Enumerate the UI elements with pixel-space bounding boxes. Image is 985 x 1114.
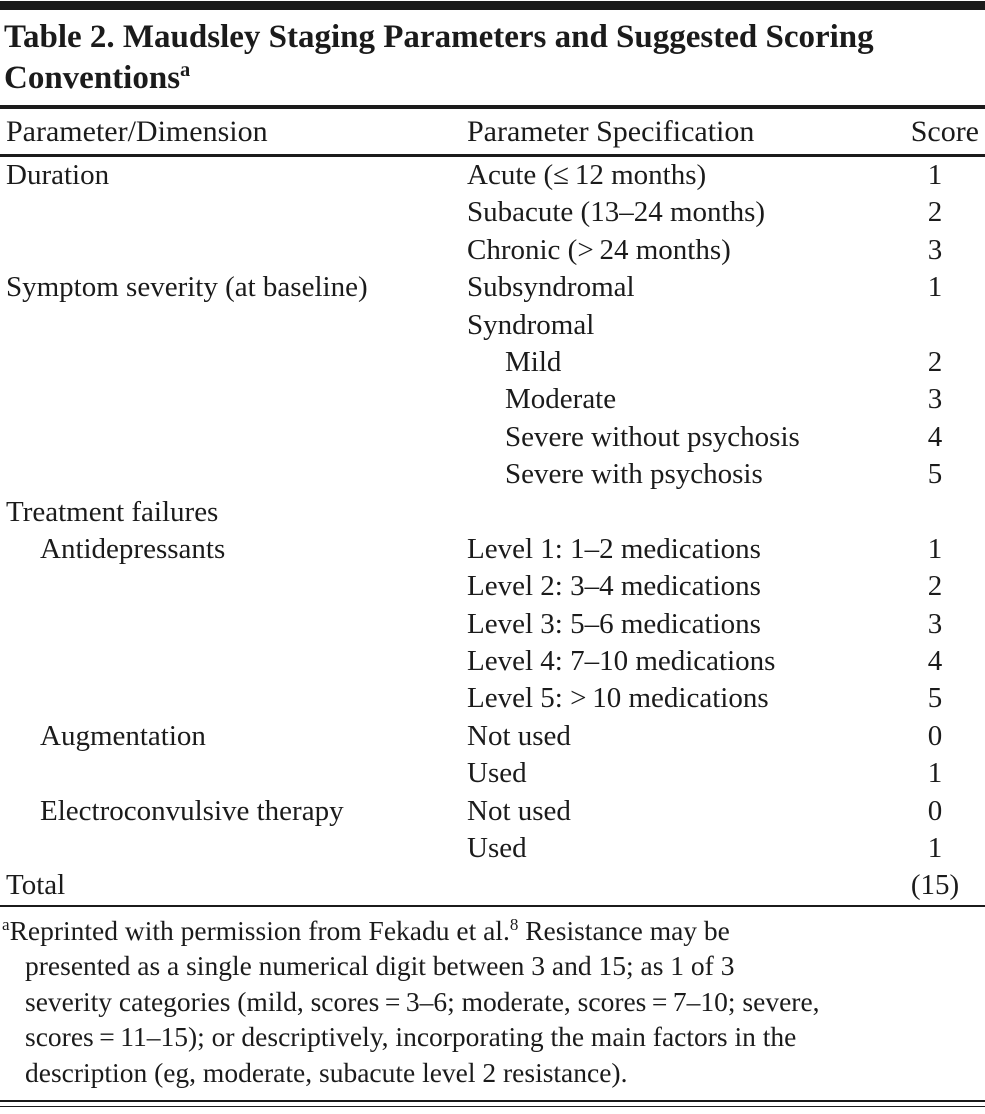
footnote-marker: a: [2, 914, 10, 934]
spec-cell: Chronic (> 24 months): [467, 233, 731, 266]
spec-cell: Level 5: > 10 medications: [467, 682, 769, 715]
spec-cell: Level 3: 5–6 medications: [467, 607, 761, 640]
rule-below-header: [0, 154, 985, 157]
spec-cell: Moderate: [505, 383, 617, 416]
table-row: Subacute (13–24 months) 2: [0, 194, 985, 231]
footnote-line: description (eg, moderate, subacute leve…: [25, 1056, 628, 1088]
spec-cell: Severe with psychosis: [505, 458, 763, 491]
table-title: Table 2. Maudsley Staging Parameters and…: [0, 10, 985, 105]
score-cell: 1: [927, 271, 943, 304]
param-cell: Symptom severity (at baseline): [6, 271, 368, 304]
header-parameter-specification: Parameter Specification: [467, 115, 755, 148]
spec-cell: Used: [467, 832, 527, 865]
table-row: Augmentation Not used 0: [0, 718, 985, 755]
spec-cell: Severe without psychosis: [505, 420, 800, 453]
score-cell: 5: [927, 458, 943, 491]
table-row: Electroconvulsive therapy Not used 0: [0, 793, 985, 830]
spec-cell: Not used: [467, 719, 571, 752]
param-cell: Treatment failures: [6, 495, 219, 528]
score-cell: 1: [927, 832, 943, 865]
header-score: Score: [910, 115, 979, 148]
footnote-line: aReprinted with permission from Fekadu e…: [2, 913, 983, 949]
spec-cell: Mild: [505, 345, 562, 378]
rule-below-title: [0, 105, 985, 109]
param-cell: Total: [6, 869, 66, 902]
table-row-total: Total (15): [0, 867, 985, 904]
score-cell: 5: [927, 682, 943, 715]
score-cell: 0: [927, 719, 943, 752]
table-row: Treatment failures: [0, 494, 985, 531]
spec-cell: Level 4: 7–10 medications: [467, 645, 776, 678]
spec-cell: Not used: [467, 794, 571, 827]
param-cell: Electroconvulsive therapy: [40, 794, 344, 827]
score-cell: 4: [927, 645, 943, 678]
spec-cell: Used: [467, 757, 527, 790]
table-row: Severe without psychosis 4: [0, 419, 985, 456]
score-cell: (15): [910, 869, 960, 902]
table-row: Level 5: > 10 medications 5: [0, 680, 985, 717]
score-cell: 3: [927, 383, 943, 416]
footnote-text: Resistance may be: [518, 914, 730, 946]
table-title-text: Table 2. Maudsley Staging Parameters and…: [4, 19, 874, 96]
table-header-row: Parameter/Dimension Parameter Specificat…: [0, 109, 985, 154]
table-row: Moderate 3: [0, 381, 985, 418]
spec-cell: Subsyndromal: [467, 271, 635, 304]
spec-cell: Subacute (13–24 months): [467, 196, 766, 229]
rule-above-footnote: [0, 904, 985, 907]
score-cell: 0: [927, 794, 943, 827]
spec-cell: Acute (≤ 12 months): [467, 159, 707, 191]
table-row: Level 4: 7–10 medications 4: [0, 643, 985, 680]
table-row: Symptom severity (at baseline) Subsyndro…: [0, 269, 985, 306]
spec-cell: Level 2: 3–4 medications: [467, 570, 761, 603]
table-row: Used 1: [0, 830, 985, 867]
spec-cell: Syndromal: [467, 308, 595, 341]
table-row: Duration Acute (≤ 12 months) 1: [0, 157, 985, 194]
score-cell: 1: [927, 757, 943, 790]
table-row: Mild 2: [0, 344, 985, 381]
table-row: Chronic (> 24 months) 3: [0, 232, 985, 269]
footnote-reference-number: 8: [509, 914, 519, 934]
table-row: Level 3: 5–6 medications 3: [0, 606, 985, 643]
table-row: Antidepressants Level 1: 1–2 medications…: [0, 531, 985, 568]
footnote-text: Reprinted with permission from Fekadu et…: [9, 914, 510, 946]
score-cell: 4: [927, 420, 943, 453]
score-cell: 2: [927, 196, 943, 229]
score-cell: 2: [927, 345, 943, 378]
spec-cell: Level 1: 1–2 medications: [467, 532, 761, 565]
param-cell: Augmentation: [40, 719, 206, 752]
header-parameter-dimension: Parameter/Dimension: [6, 115, 268, 148]
footnote-line: severity categories (mild, scores = 3–6;…: [25, 985, 820, 1017]
top-thick-rule: [0, 1, 985, 10]
bottom-double-rule: [0, 1100, 985, 1108]
score-cell: 1: [927, 159, 943, 191]
score-cell: 3: [927, 233, 943, 266]
footnote-line: scores = 11–15); or descriptively, incor…: [25, 1021, 797, 1053]
footnote-line: presented as a single numerical digit be…: [25, 950, 735, 982]
table-row: Syndromal: [0, 307, 985, 344]
table-footnote: aReprinted with permission from Fekadu e…: [0, 907, 985, 1091]
score-cell: 2: [927, 570, 943, 603]
table-row: Severe with psychosis 5: [0, 456, 985, 493]
table-body: Duration Acute (≤ 12 months) 1 Subacute …: [0, 157, 985, 905]
table-row: Level 2: 3–4 medications 2: [0, 568, 985, 605]
score-cell: 1: [927, 532, 943, 565]
table-title-footnote-marker: a: [180, 59, 191, 81]
score-cell: 3: [927, 607, 943, 640]
param-cell: Antidepressants: [40, 532, 226, 565]
param-cell: Duration: [6, 159, 110, 191]
table-row: Used 1: [0, 755, 985, 792]
